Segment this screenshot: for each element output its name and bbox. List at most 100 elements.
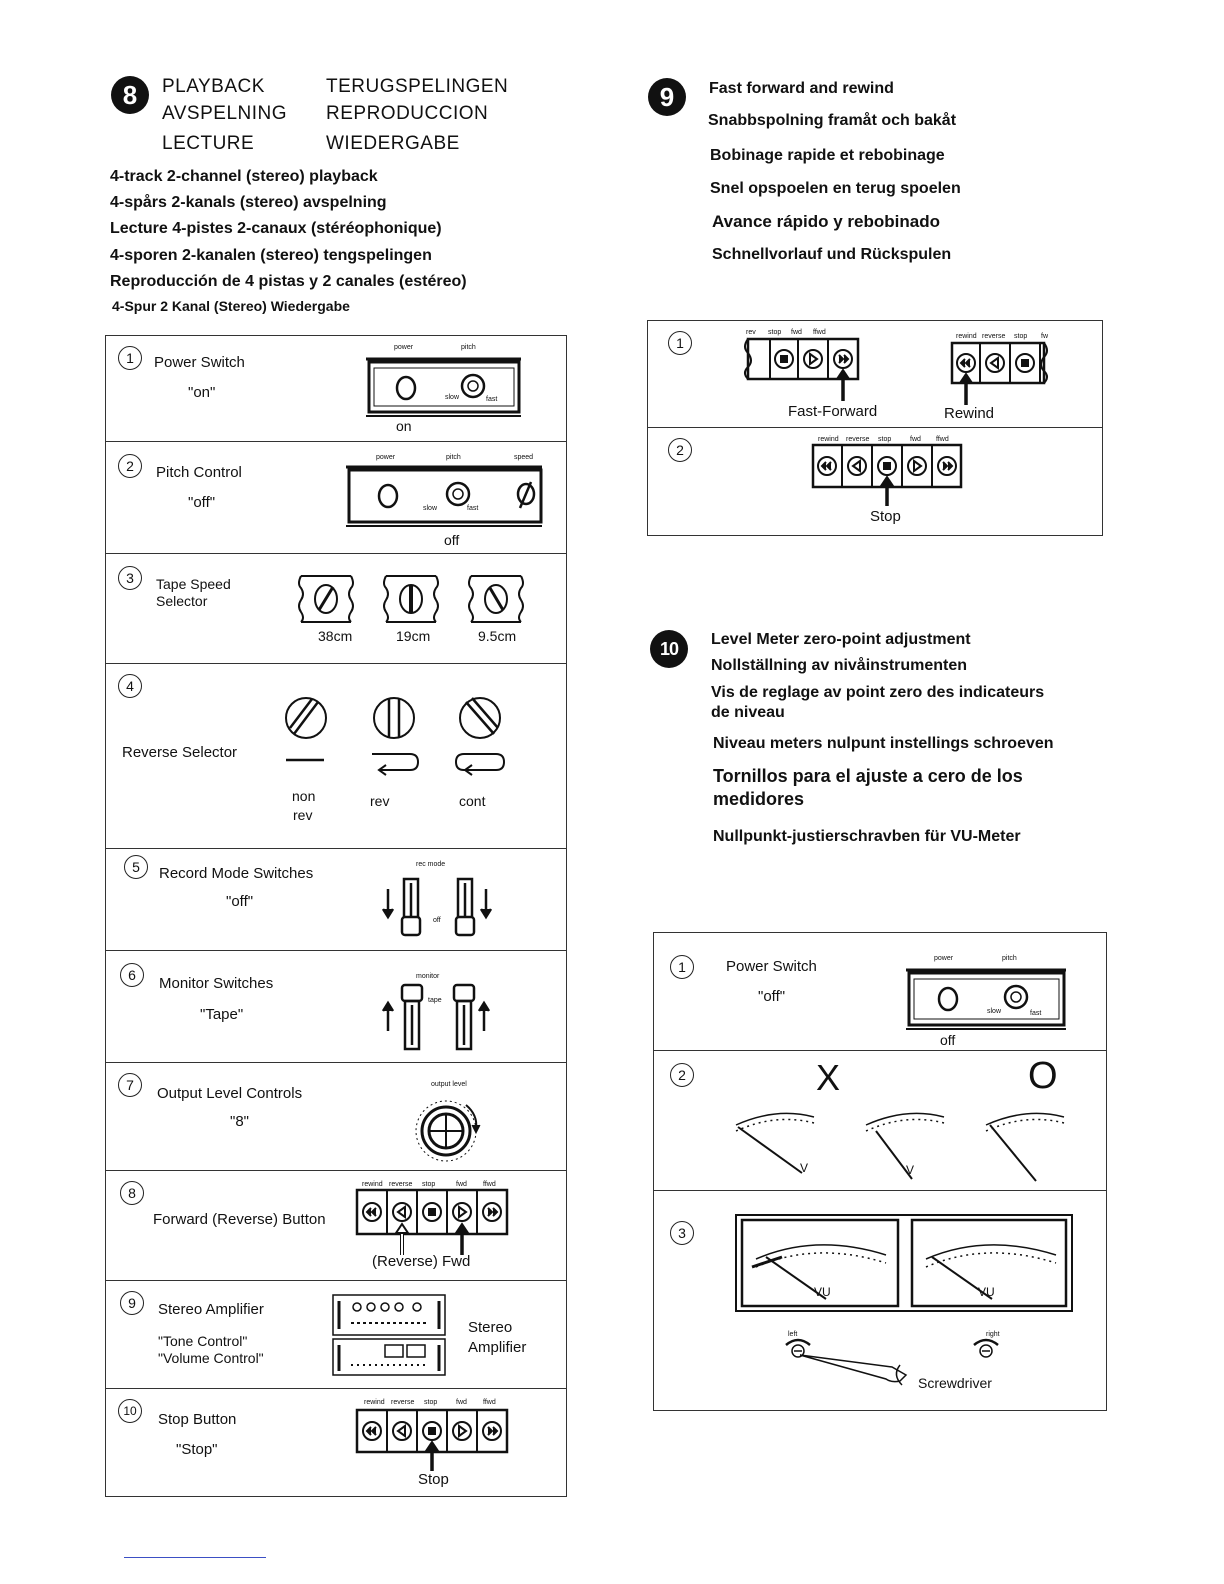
mini-stop: stop — [424, 1399, 438, 1406]
step-number: 1 — [118, 346, 142, 370]
step-caption: Stop — [418, 1471, 449, 1488]
step-label-2: Selector — [156, 593, 208, 609]
right-mark: O — [1028, 1055, 1058, 1097]
step-label: Reverse Selector — [122, 744, 238, 761]
step-10-3: 3 VU VU left right Screwdriver — [654, 1190, 1106, 1411]
s10-line-fr: Vis de reglage av point zero des indicat… — [711, 684, 1045, 701]
mini-reverse: reverse — [982, 333, 1006, 340]
mini-fwd: fwd — [791, 329, 802, 336]
step-8-5: 5 Record Mode Switches "off" rec mode of… — [106, 848, 566, 951]
mini-speed: speed — [514, 454, 534, 461]
step-number: 1 — [670, 955, 694, 979]
fast-forward-buttons-illustration — [744, 337, 860, 401]
subtitle-fr: Lecture 4-pistes 2-canaux (stéréophoniqu… — [110, 220, 442, 237]
step-8-9: 9 Stereo Amplifier "Tone Control" "Volum… — [106, 1280, 566, 1389]
step-9-2: 2 rewind reverse stop fwd ffwd Stop — [648, 427, 1102, 536]
s9-line-nl: Snel opspoelen en terug spoelen — [710, 180, 961, 197]
mini-slow: slow — [445, 394, 460, 401]
step-number: 7 — [118, 1073, 142, 1097]
step-label: Tape Speed — [156, 576, 231, 592]
step-number: 1 — [668, 331, 692, 355]
mini-stop: stop — [422, 1181, 436, 1188]
step-sub: "off" — [226, 893, 254, 910]
mini-slow: slow — [423, 505, 438, 512]
mini-off: off — [433, 917, 441, 924]
power-switch-panel-illustration — [366, 357, 521, 417]
mini-left: left — [788, 1331, 798, 1338]
mini-stop: stop — [768, 329, 782, 336]
step-label: Power Switch — [154, 354, 245, 371]
mini-reverse: reverse — [846, 436, 870, 443]
title-terugspelingen: TERUGSPELINGEN — [326, 76, 509, 97]
step-label: Monitor Switches — [159, 975, 274, 992]
step-label: Power Switch — [726, 958, 817, 975]
mini-power: power — [394, 344, 414, 351]
step-number: 5 — [124, 855, 148, 879]
rewind-buttons-illustration — [950, 341, 1048, 405]
vu-meters-illustration — [735, 1214, 1073, 1386]
s9-line-es: Avance rápido y rebobinado — [712, 212, 940, 231]
step-label: Stereo Amplifier — [158, 1301, 264, 1318]
mini-fast: fast — [1030, 1010, 1042, 1017]
s10-line-fr-2: de niveau — [711, 704, 785, 721]
unit-v-left: V — [800, 1161, 809, 1175]
step-number: 9 — [120, 1291, 144, 1315]
reverse-non: non — [292, 788, 316, 804]
step-8-6: 6 Monitor Switches "Tape" monitor tape — [106, 950, 566, 1063]
mini-power: power — [934, 955, 954, 962]
mini-stop: stop — [878, 436, 892, 443]
reverse-non-rev: rev — [293, 807, 313, 823]
transport-buttons-fwd-illustration — [355, 1188, 509, 1255]
mini-rewind: rewind — [362, 1181, 383, 1188]
step-number: 6 — [120, 963, 144, 987]
mini-ffwd: ffwd — [936, 436, 949, 443]
section-9-badge: 9 — [648, 78, 686, 116]
mini-fw: fw — [1041, 333, 1048, 340]
step-number: 3 — [670, 1221, 694, 1245]
level-meter-panel: 1 Power Switch "off" power pitch slow fa… — [653, 932, 1107, 1411]
s9-line-sv: Snabbspolning framåt och bakåt — [708, 112, 957, 129]
unit-v-right: V — [906, 1163, 915, 1177]
step-8-7: 7 Output Level Controls "8" output level — [106, 1062, 566, 1171]
wrong-mark: X — [816, 1057, 841, 1098]
reverse-cont: cont — [459, 793, 486, 809]
subtitle-es: Reproducción de 4 pistas y 2 canales (es… — [110, 273, 467, 290]
mini-pitch: pitch — [461, 344, 476, 351]
mini-tape: tape — [428, 997, 442, 1004]
s10-line-de: Nullpunkt-justierschravben für VU-Meter — [713, 828, 1021, 845]
mini-ffwd: ffwd — [483, 1181, 496, 1188]
step-caption: on — [396, 418, 412, 434]
mini-power: power — [376, 454, 396, 461]
step-number: 8 — [120, 1181, 144, 1205]
monitor-switches-illustration — [381, 983, 491, 1051]
section-10-badge: 10 — [650, 630, 688, 668]
step-sub: "off" — [188, 494, 216, 511]
step-sub: "off" — [758, 988, 786, 1005]
speed-9-5cm: 9.5cm — [478, 628, 517, 644]
mini-ffwd: ffwd — [813, 329, 826, 336]
title-wiedergabe: WIEDERGABE — [326, 133, 460, 154]
mini-rec-mode: rec mode — [416, 861, 446, 868]
speed-19cm: 19cm — [396, 628, 431, 644]
stop-buttons-illustration — [811, 443, 963, 506]
step-caption: Stereo — [468, 1319, 513, 1336]
subtitle-de: 4-Spur 2 Kanal (Stereo) Wiedergabe — [112, 298, 350, 314]
step-caption-2: Amplifier — [468, 1339, 527, 1356]
meter-needle-examples-illustration — [735, 1112, 1065, 1182]
step-caption: (Reverse) Fwd — [372, 1253, 471, 1270]
mini-fwd: fwd — [456, 1181, 467, 1188]
tape-speed-selector-illustration — [298, 575, 524, 623]
step-sub-2: "Volume Control" — [158, 1350, 264, 1366]
step-number: 2 — [668, 438, 692, 462]
mini-pitch: pitch — [446, 454, 461, 461]
step-sub: "Tone Control" — [158, 1333, 248, 1349]
title-reproduccion: REPRODUCCION — [326, 103, 489, 124]
mini-reverse: reverse — [391, 1399, 415, 1406]
step-sub: "Tape" — [200, 1006, 244, 1023]
mini-rewind: rewind — [818, 436, 839, 443]
step-caption: off — [444, 532, 460, 548]
step-10-2: 2 X O V V — [654, 1050, 1106, 1191]
subtitle-nl: 4-sporen 2-kanalen (stereo) tengspelinge… — [110, 247, 432, 264]
s10-line-es-2: medidores — [713, 789, 805, 809]
step-sub: "8" — [230, 1113, 249, 1130]
